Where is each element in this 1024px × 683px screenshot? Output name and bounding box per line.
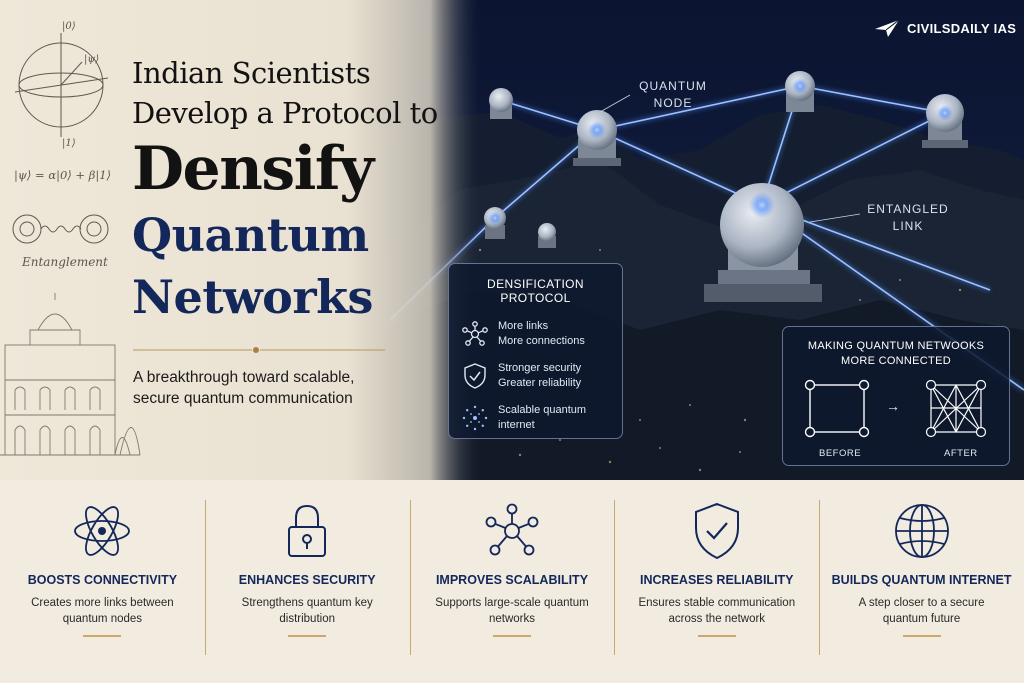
protocol-item-line-2: internet bbox=[498, 419, 535, 431]
protocol-item-line-2: More connections bbox=[498, 335, 585, 347]
feature-description: Ensures stable communication across the … bbox=[638, 597, 796, 625]
before-label: BEFORE bbox=[819, 448, 862, 459]
network-nodes-icon bbox=[485, 503, 539, 556]
ket1-label: |1⟩ bbox=[62, 138, 76, 149]
feature-title: BOOSTS CONNECTIVITY bbox=[27, 573, 178, 587]
paper-plane-icon bbox=[875, 19, 900, 37]
network-nodes-icon bbox=[462, 321, 488, 346]
protocol-item-line-1: Scalable quantum bbox=[498, 404, 587, 416]
equation-label: |ψ⟩ = α|0⟩ + β|1⟩ bbox=[14, 168, 112, 182]
connected-panel-title: MAKING QUANTUM NETWOOKS MORE CONNECTED bbox=[783, 339, 1009, 369]
after-label: AFTER bbox=[944, 448, 978, 459]
feature-description: Supports large-scale quantum networks bbox=[435, 597, 589, 625]
connected-title-line-2: MORE CONNECTED bbox=[841, 355, 951, 367]
brand-name: CIVILSDAILY IAS bbox=[907, 20, 1017, 36]
feature-underline bbox=[288, 635, 327, 637]
callout-entangled-link-line-1: ENTANGLED bbox=[867, 202, 949, 216]
feature-description: Creates more links between quantum nodes bbox=[31, 597, 174, 625]
feature-title: INCREASES RELIABILITY bbox=[640, 573, 794, 587]
feature-title: ENHANCES SECURITY bbox=[238, 573, 376, 587]
densification-protocol-panel: DENSIFICATION PROTOCOL More links More c… bbox=[448, 263, 623, 439]
feature-card: BOOSTS CONNECTIVITY Creates more links b… bbox=[0, 480, 205, 683]
psi-label: |ψ⟩ bbox=[84, 54, 100, 65]
feature-card: BUILDS QUANTUM INTERNET A step closer to… bbox=[819, 480, 1024, 683]
before-after-diagram bbox=[804, 379, 987, 438]
headline-line-4: Quantum bbox=[132, 208, 369, 262]
entanglement-label: Entanglement bbox=[22, 255, 108, 269]
headline-line-1: Indian Scientists bbox=[132, 56, 371, 90]
callout-entangled-link: ENTANGLED LINK bbox=[858, 201, 958, 235]
feature-title: IMPROVES SCALABILITY bbox=[435, 573, 589, 587]
brand-logo: CIVILSDAILY IAS bbox=[874, 18, 1016, 38]
protocol-item: Stronger security Greater reliability bbox=[461, 361, 610, 391]
features-strip: BOOSTS CONNECTIVITY Creates more links b… bbox=[0, 480, 1024, 683]
entanglement-sketch bbox=[12, 214, 109, 244]
hero-banner: |0⟩ |ψ⟩ |1⟩ |ψ⟩ = α|0⟩ + β|1⟩ Entangleme… bbox=[0, 0, 1024, 480]
callout-entangled-link-line-2: LINK bbox=[892, 219, 924, 233]
atom-icon bbox=[74, 506, 131, 556]
protocol-item-line-2: Greater reliability bbox=[498, 377, 582, 389]
protocol-item: More links More connections bbox=[461, 319, 610, 349]
protocol-item-line-1: Stronger security bbox=[498, 362, 582, 374]
dotted-sphere-icon bbox=[462, 405, 488, 431]
feature-underline bbox=[83, 635, 122, 637]
title-divider bbox=[133, 347, 385, 353]
callout-quantum-node-line-1: QUANTUM bbox=[639, 79, 707, 93]
feature-description: A step closer to a secure quantum future bbox=[858, 597, 985, 625]
building-sketch bbox=[0, 293, 141, 456]
feature-underline bbox=[697, 635, 736, 637]
arrow-icon: → bbox=[886, 398, 901, 414]
headline-line-5: Networks bbox=[132, 270, 373, 324]
more-connected-panel: MAKING QUANTUM NETWOOKS MORE CONNECTED bbox=[782, 326, 1010, 466]
after-network bbox=[925, 379, 987, 438]
bloch-sphere-sketch bbox=[14, 33, 109, 137]
feature-underline bbox=[902, 635, 941, 637]
ket0-label: |0⟩ bbox=[62, 21, 76, 32]
shield-check-icon bbox=[464, 363, 486, 389]
callout-quantum-node-line-2: NODE bbox=[653, 96, 693, 110]
feature-description: Strengthens quantum key distribution bbox=[241, 597, 373, 625]
padlock-icon bbox=[288, 504, 327, 557]
protocol-item-line-1: More links bbox=[498, 320, 549, 332]
globe-icon bbox=[894, 504, 949, 558]
feature-card: IMPROVES SCALABILITY Supports large-scal… bbox=[409, 480, 615, 683]
headline-line-2: Develop a Protocol to bbox=[132, 96, 438, 130]
connected-title-line-1: MAKING QUANTUM NETWOOKS bbox=[807, 340, 985, 352]
densification-panel-title: DENSIFICATION PROTOCOL bbox=[487, 277, 584, 305]
before-network bbox=[804, 379, 870, 438]
subtitle: A breakthrough toward scalable, secure q… bbox=[133, 369, 355, 407]
feature-title: BUILDS QUANTUM INTERNET bbox=[831, 573, 1012, 587]
headline-line-3: Densify bbox=[132, 134, 374, 204]
shield-check-icon bbox=[694, 502, 739, 560]
feature-card: INCREASES RELIABILITY Ensures stable com… bbox=[614, 480, 819, 683]
feature-card: ENHANCES SECURITY Strengthens quantum ke… bbox=[204, 480, 410, 683]
callout-quantum-node: QUANTUM NODE bbox=[628, 78, 718, 112]
feature-underline bbox=[492, 635, 531, 637]
protocol-item: Scalable quantum internet bbox=[461, 403, 610, 433]
